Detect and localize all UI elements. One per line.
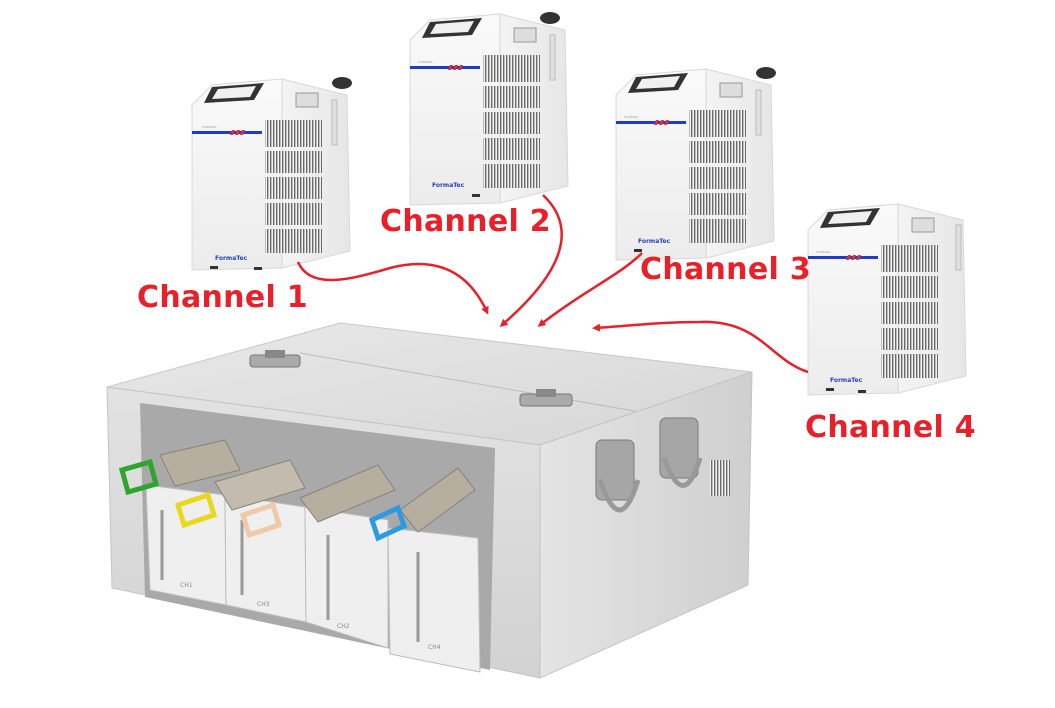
arrow-channel-3 [537, 252, 643, 327]
latch-ch2 [239, 501, 283, 539]
slot-label: CH1 [180, 582, 193, 589]
latch-ch4 [368, 504, 408, 542]
latch-ch3 [174, 491, 218, 529]
arrow-channel-2 [499, 194, 563, 327]
channel-2-label: Channel 2 [380, 204, 551, 239]
top-latch [249, 350, 301, 368]
slot-label: CH3 [257, 601, 270, 608]
chiller-model-text: FCW800A [418, 60, 434, 64]
latch-ch1 [118, 458, 160, 496]
chiller-brand-logo: FormaTec [638, 238, 671, 245]
chiller-brand-logo: FormaTec [432, 182, 465, 189]
channel-1-label: Channel 1 [137, 280, 308, 315]
slot-label: CH2 [337, 623, 350, 630]
chiller-brand-logo: FormaTec [215, 255, 248, 262]
slot-module-ch2: CH2 [239, 464, 396, 649]
chiller-model-text: FCW800A [816, 250, 832, 254]
chiller-3: FCW800A FormaTec [615, 67, 776, 261]
slot-module-ch4: CH4 [368, 467, 481, 673]
side-vent [710, 460, 730, 496]
arrow-channel-4 [592, 320, 809, 374]
chiller-4: FCW800A FormaTec [807, 203, 967, 396]
top-latch [519, 389, 573, 407]
channel-3-label: Channel 3 [640, 252, 811, 287]
chiller-model-text: FCW800A [624, 115, 640, 119]
chiller-model-text: FCW800A [202, 125, 218, 129]
slot-label: CH4 [428, 644, 441, 651]
chiller-1: FCW800A FormaTec [191, 77, 352, 271]
chiller-2: FCW800A FormaTec [409, 12, 569, 206]
arrow-channel-1 [296, 261, 489, 315]
channel-4-label: Channel 4 [805, 410, 976, 445]
side-handle [595, 439, 641, 513]
chiller-brand-logo: FormaTec [830, 377, 863, 384]
side-handle [659, 417, 703, 488]
